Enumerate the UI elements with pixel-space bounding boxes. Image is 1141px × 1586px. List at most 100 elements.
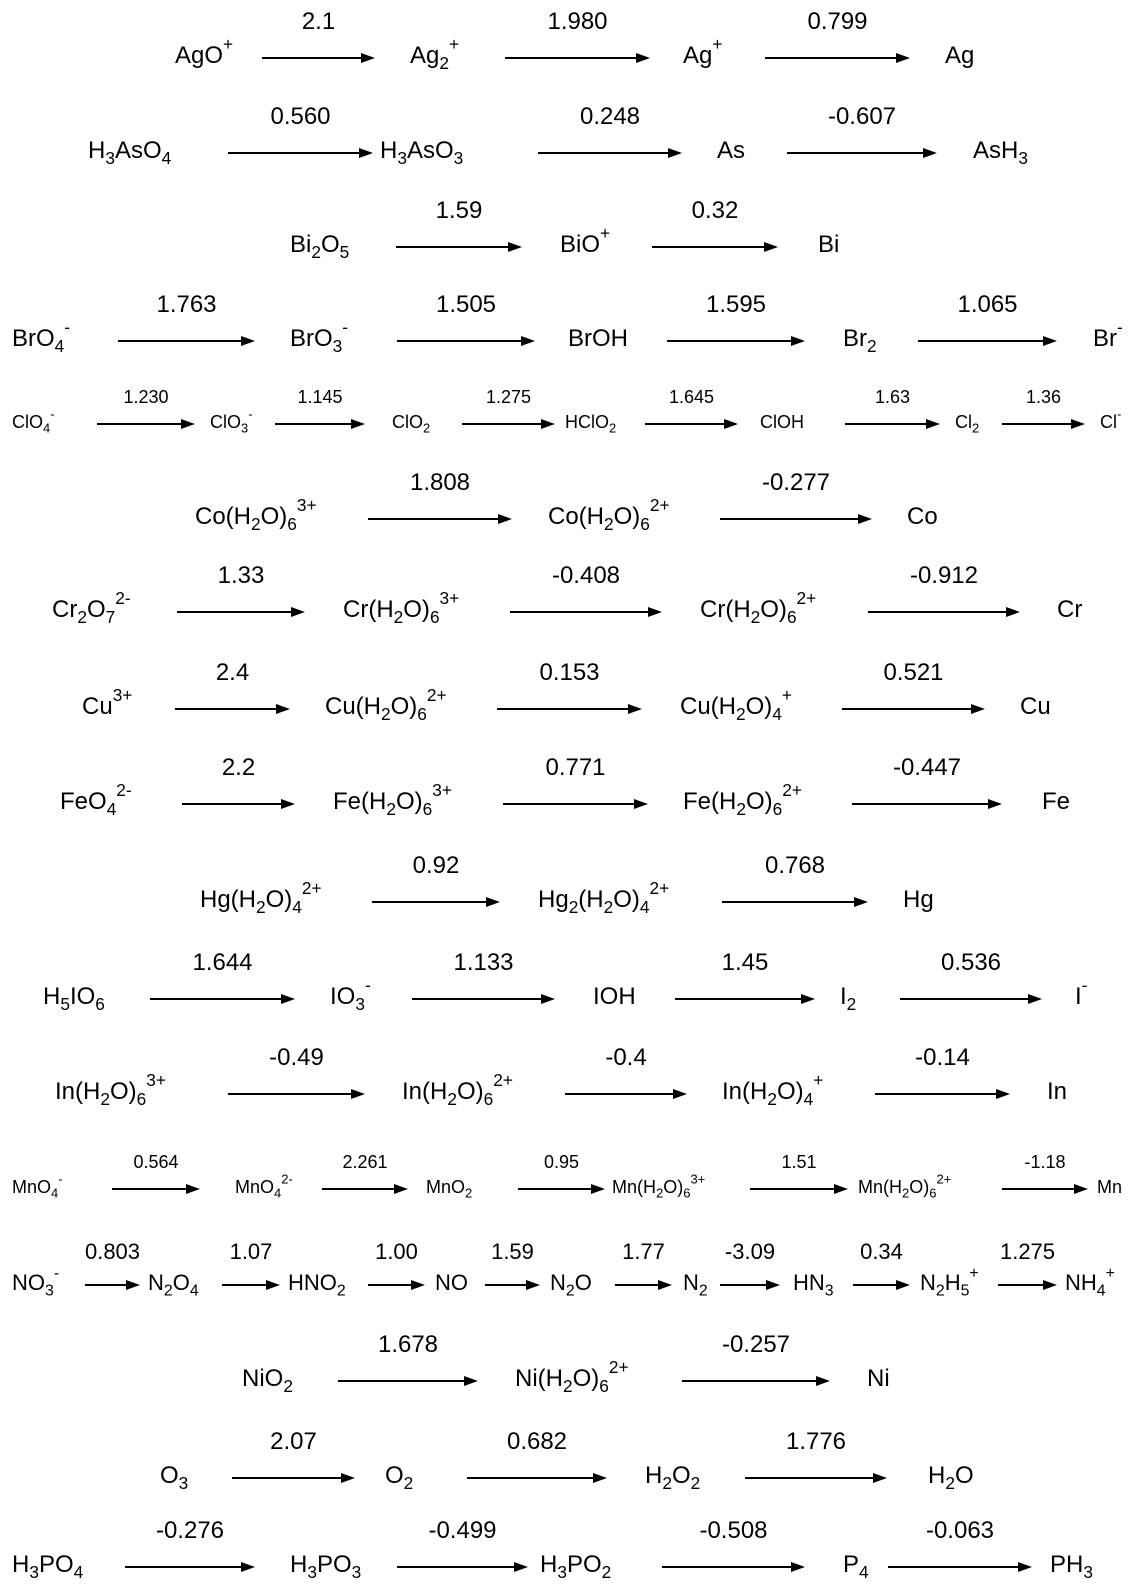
species-hg-1: Hg2(H2O)42+ xyxy=(538,877,670,917)
arrow-cl-3 xyxy=(645,419,738,429)
potential-label-cl-0: 1.230 xyxy=(123,386,169,407)
potential-label-cu-0: 2.4 xyxy=(215,659,250,687)
species-n-5: N2 xyxy=(683,1269,708,1300)
arrow-in-0 xyxy=(228,1089,365,1099)
potential-label-p-1: -0.499 xyxy=(428,1517,497,1545)
potential-label-hg-0: 0.92 xyxy=(412,852,460,880)
arrow-p-1 xyxy=(397,1562,528,1572)
potential-label-o-2: 1.776 xyxy=(785,1428,847,1456)
species-cl-1: ClO3- xyxy=(210,406,253,436)
potential-label-cl-1: 1.145 xyxy=(297,386,343,407)
species-br-2: BrOH xyxy=(568,324,628,352)
arrow-i-2 xyxy=(675,994,815,1004)
potential-label-n-1: 1.07 xyxy=(229,1239,273,1265)
potential-label-n-3: 1.59 xyxy=(491,1239,534,1265)
species-n-8: NH4+ xyxy=(1065,1265,1115,1300)
potential-label-n-0: 0.803 xyxy=(84,1239,141,1265)
species-ag-0: AgO+ xyxy=(175,33,234,69)
species-n-2: HNO2 xyxy=(288,1269,346,1300)
potential-label-br-0: 1.763 xyxy=(156,291,217,319)
potential-label-br-2: 1.595 xyxy=(705,291,767,319)
arrow-mn-3 xyxy=(750,1184,848,1194)
potential-label-p-3: -0.063 xyxy=(925,1517,995,1545)
potential-label-i-2: 1.45 xyxy=(721,949,769,977)
species-n-0: NO3- xyxy=(12,1265,60,1300)
potential-label-ag-0: 2.1 xyxy=(301,8,336,36)
potential-label-bi-1: 0.32 xyxy=(691,197,739,225)
species-in-0: In(H2O)63+ xyxy=(55,1069,166,1109)
arrow-i-3 xyxy=(900,994,1042,1004)
potential-label-mn-4: -1.18 xyxy=(1024,1151,1066,1172)
species-br-3: Br2 xyxy=(843,324,877,356)
arrow-n-7 xyxy=(998,1280,1057,1290)
arrow-n-4 xyxy=(615,1280,672,1290)
species-mn-1: MnO42- xyxy=(235,1171,293,1201)
arrow-cu-1 xyxy=(497,704,642,714)
potential-label-in-1: -0.4 xyxy=(605,1044,647,1072)
species-p-2: H3PO2 xyxy=(540,1550,612,1582)
species-n-4: N2O xyxy=(550,1269,592,1300)
species-bi-0: Bi2O5 xyxy=(290,230,350,262)
species-n-7: N2H5+ xyxy=(920,1265,979,1300)
arrow-n-1 xyxy=(222,1280,280,1290)
species-n-3: NO xyxy=(435,1269,468,1295)
species-ni-1: Ni(H2O)62+ xyxy=(515,1356,629,1396)
arrow-o-2 xyxy=(745,1473,887,1483)
arrow-n-2 xyxy=(368,1280,425,1290)
arrow-cl-4 xyxy=(845,419,940,429)
species-o-2: H2O2 xyxy=(645,1461,701,1493)
species-cl-3: HClO2 xyxy=(565,412,617,436)
potential-label-br-1: 1.505 xyxy=(435,291,497,319)
arrow-ag-2 xyxy=(765,53,910,63)
species-n-1: N2O4 xyxy=(148,1269,199,1300)
species-ag-2: Ag+ xyxy=(683,33,723,69)
species-in-2: In(H2O)4+ xyxy=(722,1069,824,1109)
arrow-ag-1 xyxy=(505,53,650,63)
species-p-1: H3PO3 xyxy=(290,1550,362,1582)
species-p-3: P4 xyxy=(843,1550,869,1582)
potential-label-co-1: -0.277 xyxy=(761,469,831,497)
species-cl-2: ClO2 xyxy=(392,412,431,436)
potential-label-i-1: 1.133 xyxy=(453,949,514,977)
species-cu-2: Cu(H2O)4+ xyxy=(680,684,792,724)
potential-label-cu-1: 0.153 xyxy=(539,659,600,687)
arrow-fe-2 xyxy=(852,799,1002,809)
species-as-1: H3AsO3 xyxy=(380,136,464,168)
species-in-3: In xyxy=(1047,1077,1068,1105)
potential-label-as-0: 0.560 xyxy=(270,103,331,131)
arrow-mn-2 xyxy=(518,1184,605,1194)
potential-label-p-2: -0.508 xyxy=(699,1517,768,1545)
arrow-p-3 xyxy=(888,1562,1032,1572)
arrow-hg-0 xyxy=(372,897,500,907)
species-cu-0: Cu3+ xyxy=(82,684,133,720)
potential-label-n-5: -3.09 xyxy=(724,1239,776,1265)
potential-label-mn-0: 0.564 xyxy=(133,1151,179,1172)
arrow-n-6 xyxy=(853,1280,910,1290)
arrow-ag-0 xyxy=(262,53,375,63)
species-cr-0: Cr2O72- xyxy=(52,587,131,627)
species-fe-0: FeO42- xyxy=(60,779,132,819)
arrow-cl-0 xyxy=(97,419,195,429)
species-mn-5: Mn xyxy=(1097,1177,1123,1198)
potential-label-ni-0: 1.678 xyxy=(377,1331,439,1359)
arrow-cl-2 xyxy=(462,419,555,429)
potential-label-ag-2: 0.799 xyxy=(807,8,868,36)
species-cl-4: ClOH xyxy=(760,412,804,433)
species-co-2: Co xyxy=(907,502,938,530)
potential-label-cr-1: -0.408 xyxy=(551,562,621,590)
species-o-3: H2O xyxy=(928,1461,974,1493)
species-cl-5: Cl2 xyxy=(955,412,980,436)
species-hg-0: Hg(H2O)42+ xyxy=(200,877,322,917)
species-ag-3: Ag xyxy=(945,41,975,69)
arrow-bi-1 xyxy=(652,242,778,252)
arrow-br-3 xyxy=(918,336,1057,346)
arrow-cr-2 xyxy=(868,607,1020,617)
potential-label-cl-4: 1.63 xyxy=(874,386,911,407)
potential-label-i-3: 0.536 xyxy=(940,949,1002,977)
species-i-1: IO3- xyxy=(330,974,371,1014)
potential-label-ni-1: -0.257 xyxy=(721,1331,791,1359)
species-fe-1: Fe(H2O)63+ xyxy=(333,779,452,819)
species-bi-1: BiO+ xyxy=(560,222,611,258)
species-fe-3: Fe xyxy=(1042,787,1071,815)
species-as-0: H3AsO4 xyxy=(88,136,172,168)
